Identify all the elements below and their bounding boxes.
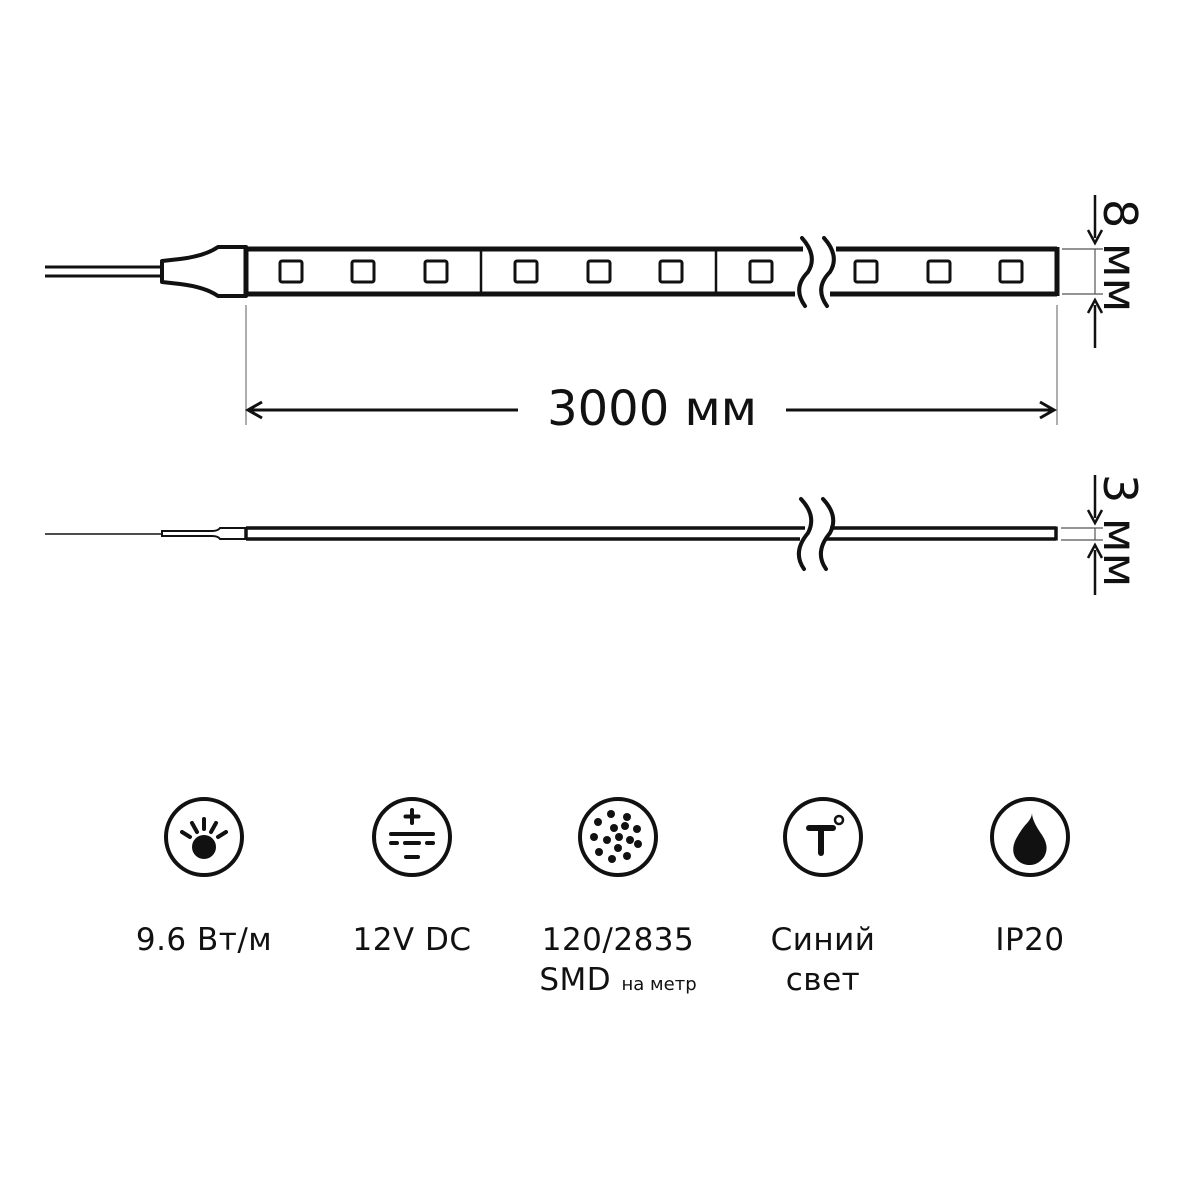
led-strip-drawing: 8 мм 3000 мм: [45, 195, 1147, 595]
led-chip: [513, 259, 539, 284]
side-connector: [161, 527, 247, 540]
spec-ip-rating-value: IP20: [995, 922, 1065, 958]
led-chip: [998, 259, 1024, 284]
spec-led-density-type: SMD на метр: [518, 960, 718, 1005]
led-chip: [586, 259, 612, 284]
connector-cap: [160, 245, 248, 298]
segment-dividers: [479, 250, 718, 293]
led-chips: [278, 259, 1024, 284]
led-chip: [658, 259, 684, 284]
spec-led-unit: на метр: [621, 974, 697, 995]
water-drop-icon: [990, 797, 1070, 877]
width-dimension: 8 мм: [1062, 195, 1147, 348]
strip-body: [246, 246, 1060, 297]
led-chip: [423, 259, 449, 284]
spec-led-density: 120/2835 SMD на метр: [518, 920, 718, 1005]
spec-light-color: Синий свет: [723, 920, 923, 1000]
dc-voltage-icon: [372, 797, 452, 877]
length-dimension: 3000 мм: [244, 305, 1058, 437]
spec-voltage-value: 12V DC: [352, 922, 472, 958]
color-temperature-icon: [783, 797, 863, 877]
power-brightness-icon: [164, 797, 244, 877]
side-view: 3 мм: [45, 474, 1147, 595]
led-chip: [350, 259, 376, 284]
side-strip-body: [246, 526, 1058, 541]
spec-power: 9.6 Вт/м: [104, 920, 304, 960]
length-dimension-label: 3000 мм: [547, 381, 757, 437]
spec-ip-rating: IP20: [930, 920, 1130, 960]
led-chip: [853, 259, 879, 284]
thickness-dimension-label: 3 мм: [1093, 474, 1147, 587]
led-chip: [278, 259, 304, 284]
top-view: 8 мм 3000 мм: [45, 195, 1147, 437]
spec-led-density-value: 120/2835: [541, 922, 695, 958]
spec-light-color-line1: Синий: [770, 922, 876, 958]
break-mark-top: [797, 236, 836, 308]
spec-light-color-line2: свет: [785, 962, 861, 998]
lead-wires: [45, 265, 162, 278]
spec-power-value: 9.6 Вт/м: [135, 922, 273, 958]
led-chip: [926, 259, 952, 284]
spec-voltage: 12V DC: [312, 920, 512, 960]
break-mark-side: [796, 497, 836, 571]
spec-led-type: SMD: [539, 962, 612, 998]
thickness-dimension: 3 мм: [1061, 474, 1147, 595]
led-chip: [748, 259, 774, 284]
width-dimension-label: 8 мм: [1093, 199, 1147, 312]
led-density-icon: [578, 797, 658, 877]
